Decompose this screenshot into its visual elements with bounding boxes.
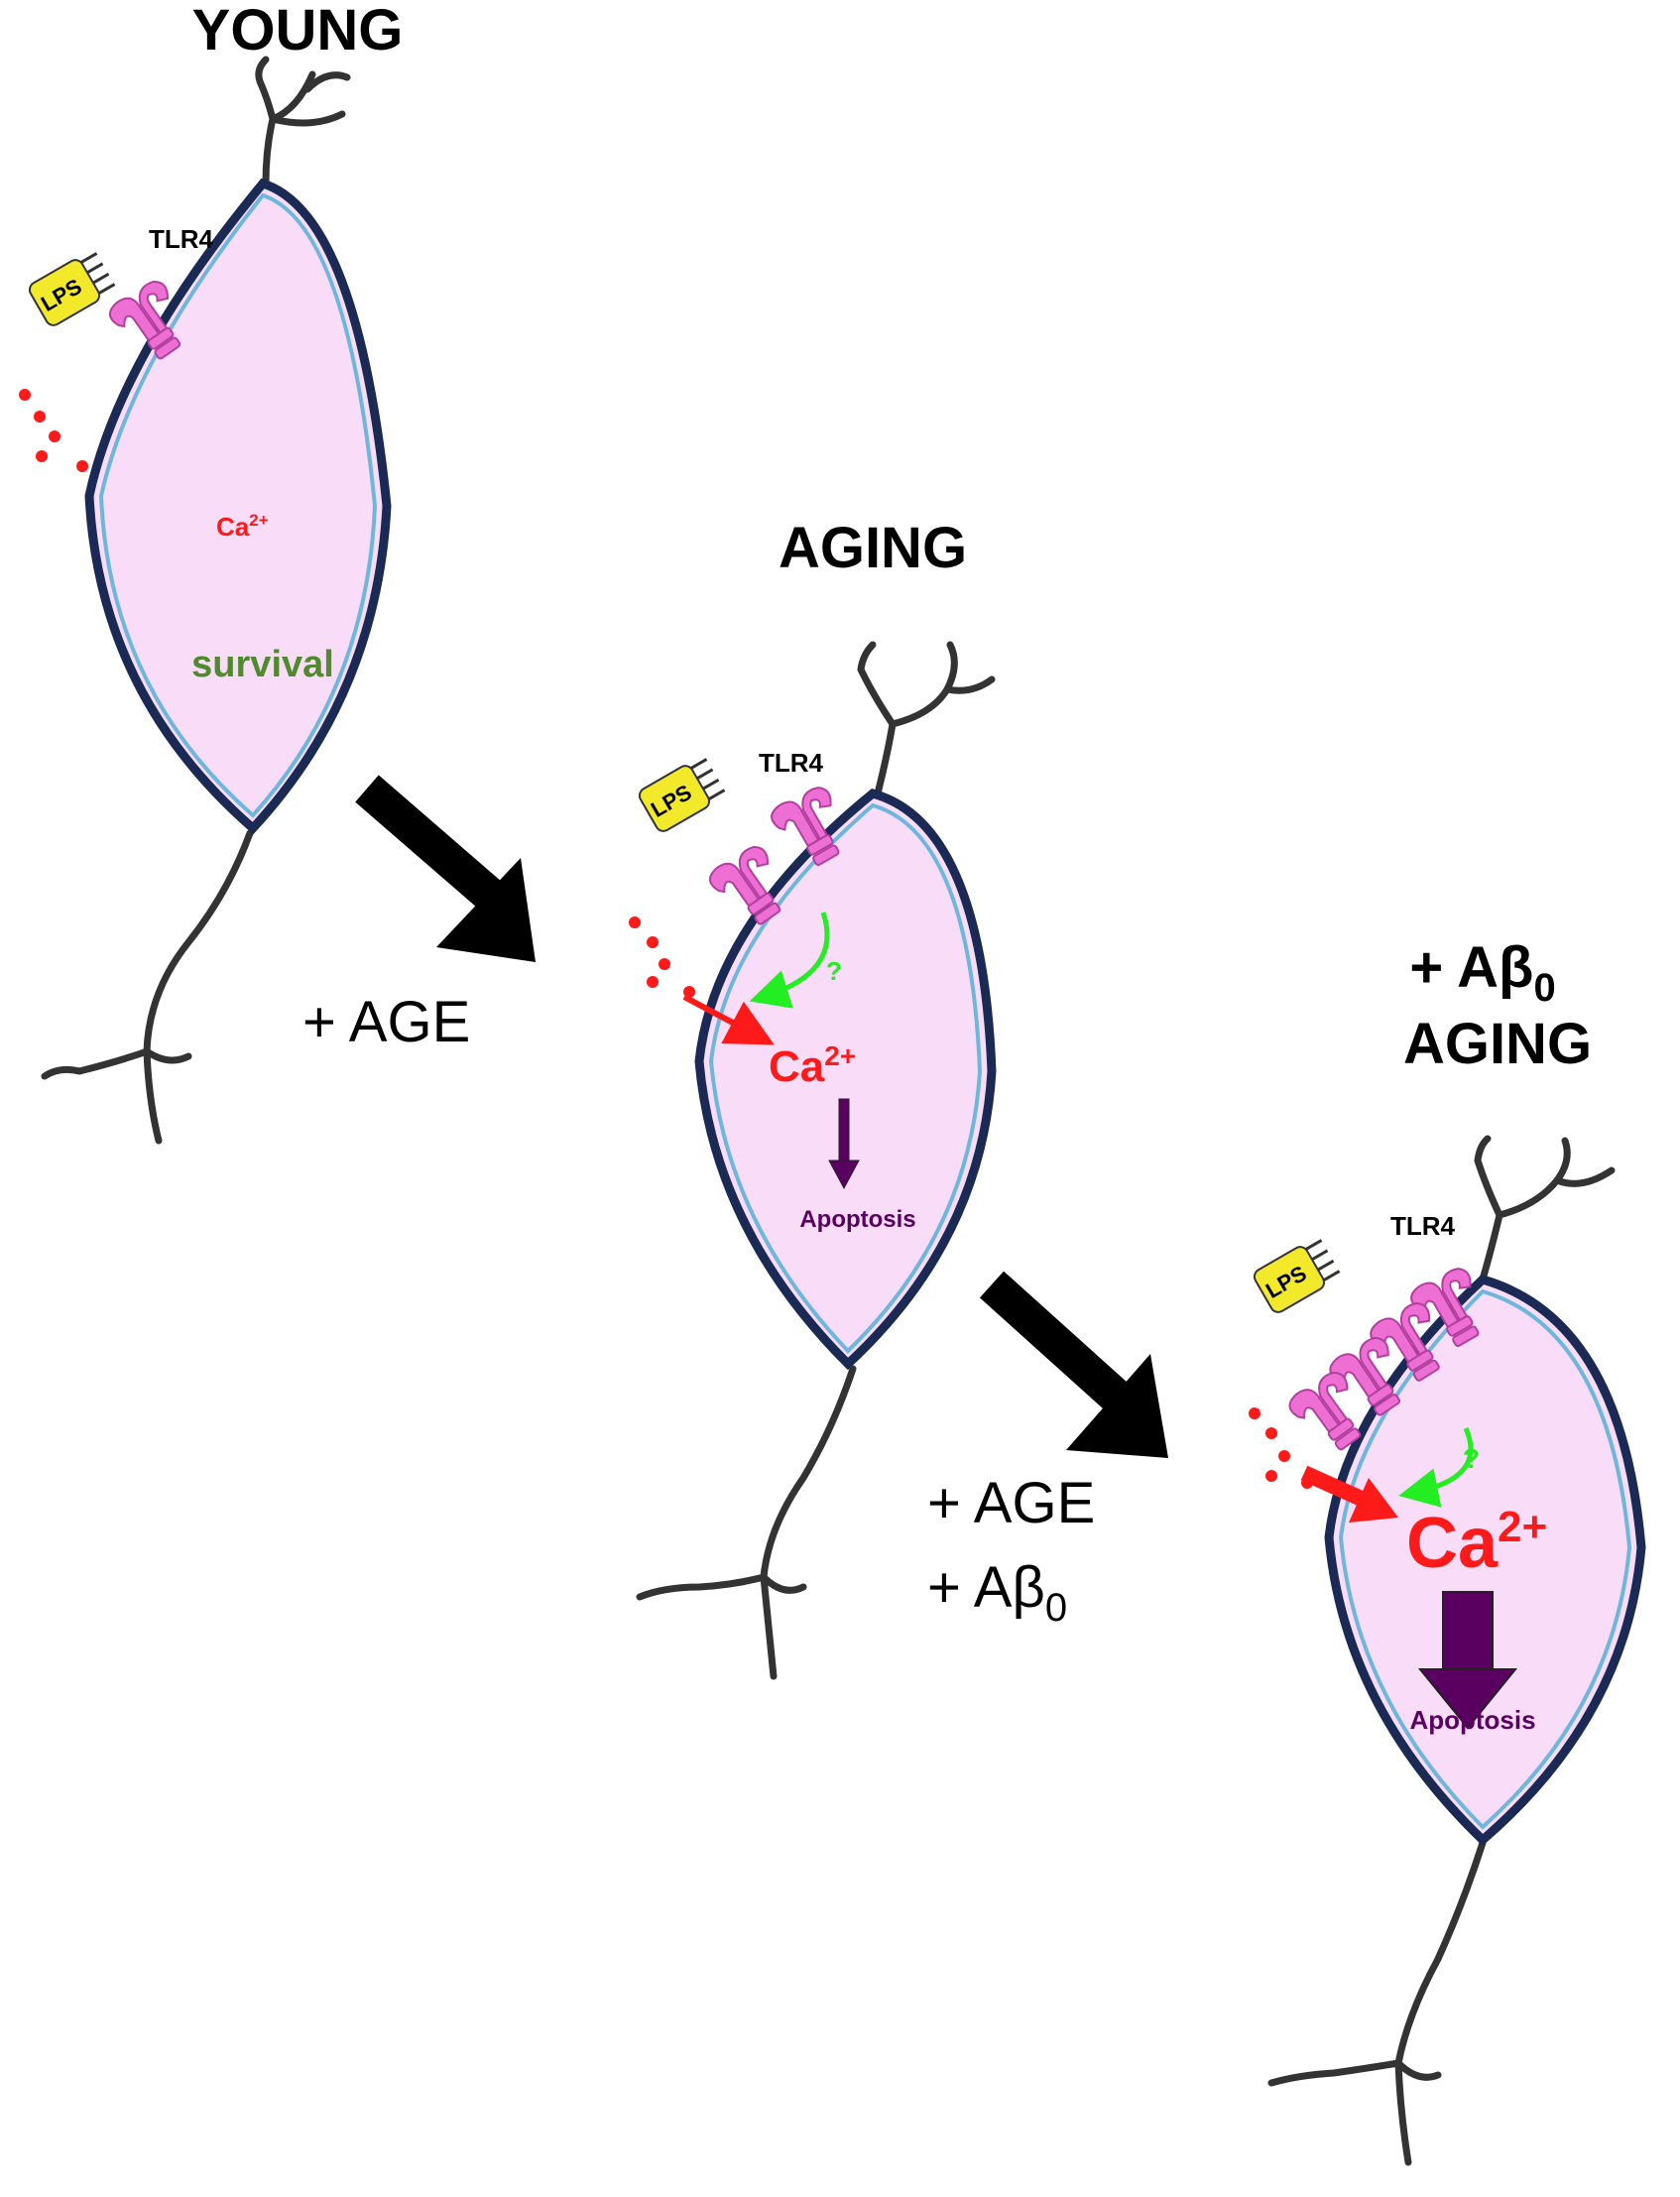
apoptosis-label: Apoptosis <box>799 1206 915 1233</box>
feedback-question-mark: ? <box>826 956 842 986</box>
dendrite-bottom <box>41 829 254 1145</box>
cell-membrane-ring <box>1338 1288 1632 1830</box>
survival-label: survival <box>191 644 334 685</box>
dendrite-top <box>857 641 996 797</box>
cell-membrane-ring <box>98 192 378 818</box>
apoptosis-arrow <box>828 1098 860 1190</box>
dendrite-bottom <box>636 1365 857 1680</box>
transition-arrow-1 <box>355 775 536 962</box>
lps-badge: LPS <box>1253 1239 1341 1313</box>
calcium-label: Ca2+ <box>769 1040 856 1091</box>
stage-title: AGING <box>779 516 967 580</box>
cell-membrane-ring <box>708 802 983 1354</box>
transition-arrow-2 <box>979 1271 1168 1458</box>
stage-young: YOUNG TLR4 LPS Ca2+ survival <box>19 0 404 1145</box>
transition-label-2: + AGE <box>927 1471 1095 1535</box>
calcium-label: Ca2+ <box>1406 1503 1547 1583</box>
stage-aging: AGING TLR4 LPS ? Ca2+ Apop <box>629 516 997 1680</box>
stage-abeta-aging: + Aβ0 AGING TLR4 LPS <box>1249 935 1646 2166</box>
feedback-arrow <box>1398 1426 1474 1508</box>
lps-badge: LPS <box>28 252 116 326</box>
stage-title: YOUNG <box>192 0 404 62</box>
stage-title: AGING <box>1403 1012 1592 1076</box>
tlr4-label: TLR4 <box>759 748 824 778</box>
feedback-question-mark: ? <box>1463 1443 1480 1474</box>
cell-body <box>84 178 392 835</box>
transition-label-2b: + Aβ0 <box>927 1555 1067 1630</box>
calcium-ions <box>19 389 88 472</box>
apoptosis-arrow <box>1417 1591 1518 1730</box>
transition-label-1: + AGE <box>302 990 470 1054</box>
calcium-influx-arrow <box>1300 1465 1398 1523</box>
dendrite-bottom <box>1267 1839 1487 2166</box>
tlr4-label: TLR4 <box>1390 1211 1456 1241</box>
stage-title-line1: + Aβ0 <box>1409 935 1555 1010</box>
calcium-influx-arrow <box>682 994 775 1045</box>
lps-badge: LPS <box>638 758 726 832</box>
dendrite-top <box>1474 1135 1616 1283</box>
cell-body <box>694 789 997 1371</box>
cell-body <box>1324 1274 1646 1847</box>
apoptosis-label: Apoptosis <box>1409 1705 1535 1735</box>
tlr4-label: TLR4 <box>149 224 214 254</box>
calcium-label: Ca2+ <box>216 511 269 542</box>
calcium-ions <box>629 916 695 998</box>
feedback-arrow <box>749 912 830 1009</box>
dendrite-top <box>255 56 351 187</box>
